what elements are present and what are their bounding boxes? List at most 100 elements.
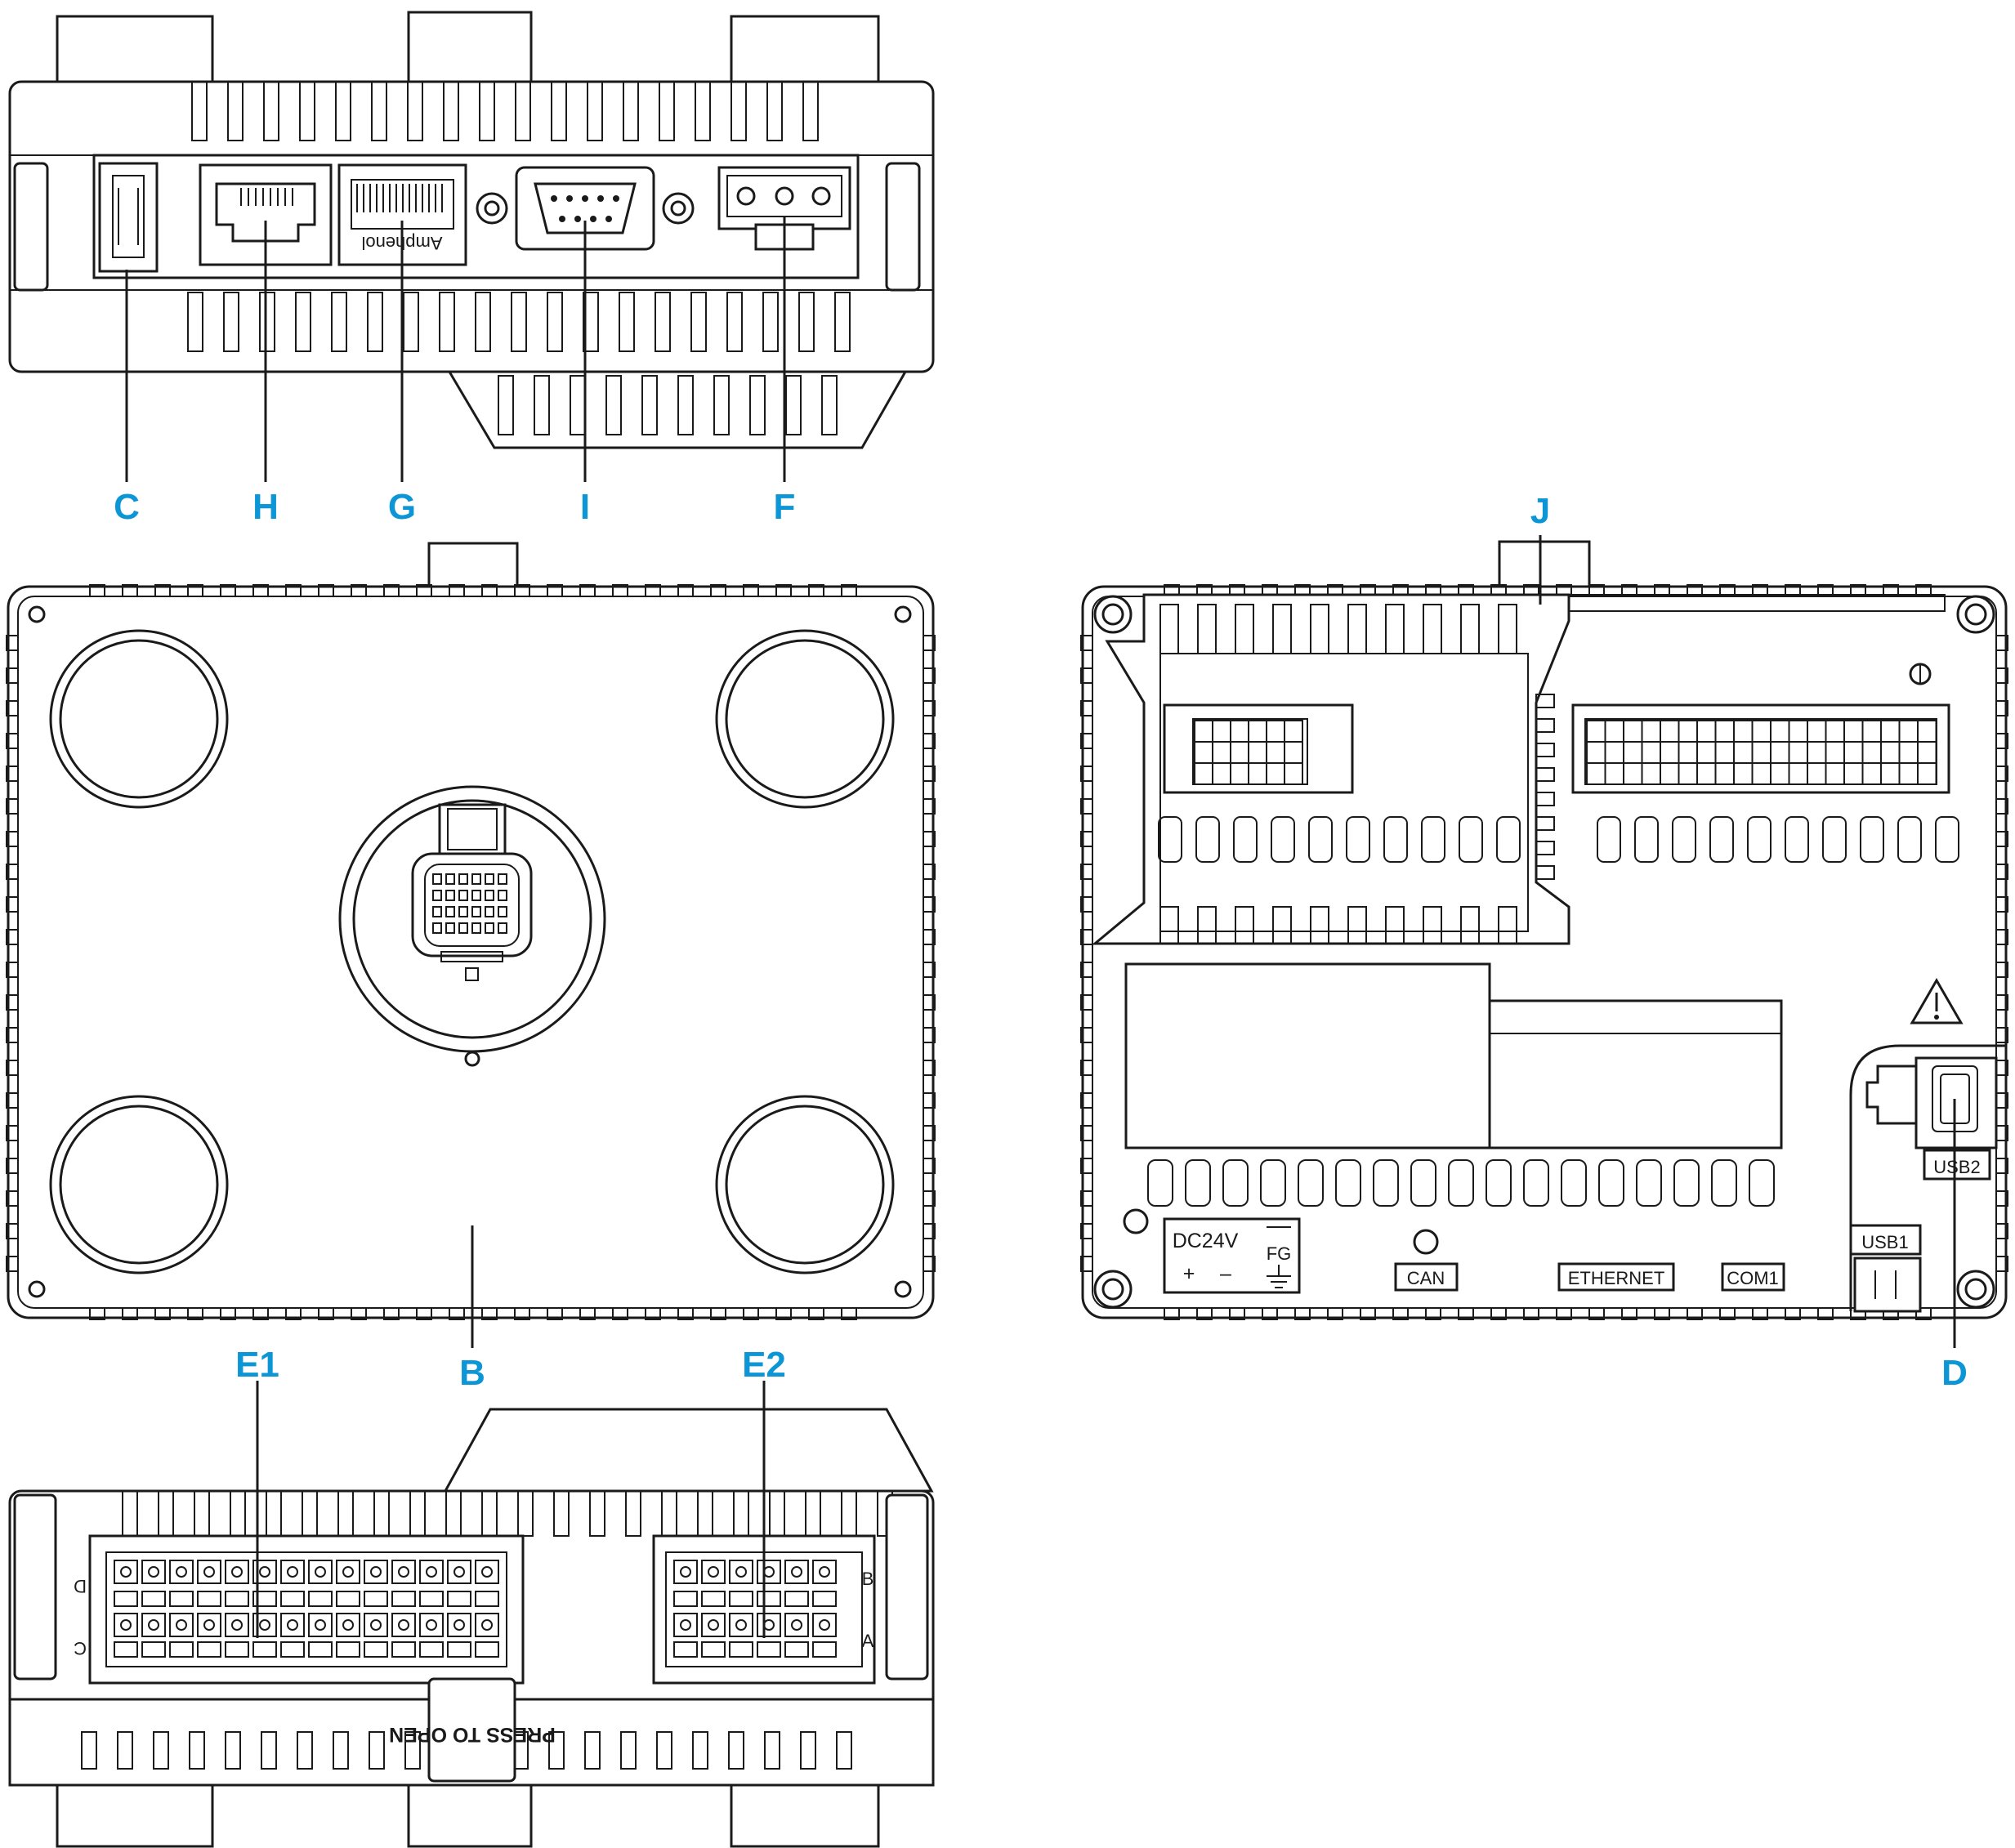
edge-tooth bbox=[1262, 1307, 1278, 1320]
vent-slot bbox=[605, 375, 622, 435]
serial-port-i[interactable] bbox=[476, 166, 695, 251]
terminal-clip bbox=[280, 1591, 305, 1607]
vent-slot bbox=[261, 1731, 277, 1770]
terminal-clip bbox=[364, 1591, 388, 1607]
contact-pin bbox=[458, 906, 468, 917]
vent-slot bbox=[534, 375, 550, 435]
edge-tooth bbox=[514, 1307, 530, 1320]
terminal-clip bbox=[757, 1591, 781, 1607]
edge-tooth bbox=[923, 831, 936, 847]
edge-tooth bbox=[547, 1307, 563, 1320]
terminal-clip bbox=[701, 1591, 726, 1607]
io-terminal-e1[interactable] bbox=[88, 1534, 525, 1685]
vent-slot bbox=[515, 81, 531, 141]
contact-pin bbox=[445, 906, 455, 917]
callout-c: C bbox=[114, 487, 140, 527]
terminal-screw bbox=[225, 1560, 249, 1584]
vent-slot bbox=[1197, 604, 1217, 654]
contact-pin bbox=[559, 216, 565, 222]
edge-tooth bbox=[383, 1307, 400, 1320]
mounting-screw bbox=[1093, 595, 1133, 634]
rear-view: USB2 USB1 DC24V + – FG CAN ETHERNET COM1… bbox=[1080, 491, 2008, 1393]
terminal-screw bbox=[176, 1566, 187, 1578]
terminal-screw bbox=[708, 1619, 719, 1631]
power-terminal-f[interactable] bbox=[717, 166, 851, 251]
terminal-screw bbox=[141, 1560, 166, 1584]
usb-port-c[interactable] bbox=[98, 162, 159, 273]
contact-pin bbox=[613, 195, 619, 202]
vent-slot bbox=[1535, 792, 1555, 806]
contact-pin bbox=[471, 922, 481, 934]
vent-slot bbox=[1385, 604, 1405, 654]
terminal-clip bbox=[784, 1641, 809, 1658]
terminal-screw bbox=[453, 1619, 465, 1631]
edge-tooth bbox=[1995, 962, 2008, 978]
terminal-screw bbox=[419, 1613, 444, 1637]
edge-tooth bbox=[1080, 1190, 1093, 1207]
terminal-screw bbox=[391, 1560, 416, 1584]
edge-tooth bbox=[1995, 1223, 2008, 1239]
edge-tooth bbox=[677, 584, 694, 597]
usb-port-d[interactable] bbox=[1914, 1056, 1998, 1149]
edge-tooth bbox=[187, 1307, 203, 1320]
edge-tooth bbox=[6, 1092, 19, 1109]
terminal-screw bbox=[114, 1613, 138, 1637]
edge-tooth bbox=[6, 635, 19, 651]
edge-tooth bbox=[579, 1307, 596, 1320]
usb-port-usb1[interactable] bbox=[1853, 1257, 1922, 1313]
vent-slot bbox=[263, 81, 279, 141]
edge-tooth bbox=[808, 1307, 824, 1320]
contact-pin bbox=[432, 922, 442, 934]
vent-slot bbox=[641, 375, 658, 435]
edge-tooth bbox=[1080, 896, 1093, 913]
vent-slot bbox=[403, 292, 419, 352]
vent-slot bbox=[713, 375, 730, 435]
edge-tooth bbox=[1995, 896, 2008, 913]
edge-tooth bbox=[1229, 1307, 1245, 1320]
com1-label: COM1 bbox=[1727, 1268, 1779, 1288]
vent-slot bbox=[730, 81, 747, 141]
edge-tooth bbox=[1687, 1307, 1703, 1320]
vent-slot bbox=[1347, 906, 1367, 944]
edge-tooth bbox=[1080, 1158, 1093, 1174]
edge-tooth bbox=[923, 864, 936, 880]
vent-slot bbox=[1347, 604, 1367, 654]
edge-tooth bbox=[841, 584, 857, 597]
vent-slot bbox=[1860, 816, 1884, 863]
rubber-foot bbox=[49, 1095, 229, 1274]
vent-slot bbox=[517, 1490, 534, 1537]
vent-slot bbox=[1421, 816, 1445, 863]
vent-slot bbox=[1235, 906, 1254, 944]
terminal-screw bbox=[791, 1566, 802, 1578]
edge-tooth bbox=[1785, 584, 1801, 597]
vent-slot bbox=[677, 375, 694, 435]
edge-tooth bbox=[775, 1307, 792, 1320]
edge-tooth bbox=[1785, 1307, 1801, 1320]
press-to-open-latch[interactable]: PRESS TO OPEN bbox=[389, 1677, 556, 1783]
vent-slot bbox=[187, 292, 203, 352]
edge-tooth bbox=[923, 635, 936, 651]
terminal-screw bbox=[308, 1613, 333, 1637]
vent-slot bbox=[583, 292, 599, 352]
edge-tooth bbox=[710, 584, 726, 597]
edge-tooth bbox=[1654, 584, 1670, 597]
vent-slot bbox=[1459, 816, 1483, 863]
edge-tooth bbox=[252, 1307, 269, 1320]
vent-slot bbox=[407, 81, 423, 141]
callout-h: H bbox=[252, 487, 279, 527]
edge-tooth bbox=[1995, 1190, 2008, 1207]
central-round-connector[interactable] bbox=[338, 785, 606, 1067]
terminal-clip bbox=[673, 1641, 698, 1658]
terminal-clip bbox=[729, 1641, 753, 1658]
terminal-clip bbox=[757, 1641, 781, 1658]
grid-cell bbox=[1917, 762, 1937, 785]
vent-slot bbox=[295, 292, 311, 352]
terminal-clip bbox=[391, 1591, 416, 1607]
callout-j: J bbox=[1530, 491, 1550, 531]
edge-tooth bbox=[89, 1307, 105, 1320]
contact-pin bbox=[498, 890, 507, 901]
vent-slot bbox=[1383, 816, 1408, 863]
edge-tooth bbox=[1995, 929, 2008, 945]
terminal-screw bbox=[203, 1619, 215, 1631]
vent-slot bbox=[225, 1731, 241, 1770]
